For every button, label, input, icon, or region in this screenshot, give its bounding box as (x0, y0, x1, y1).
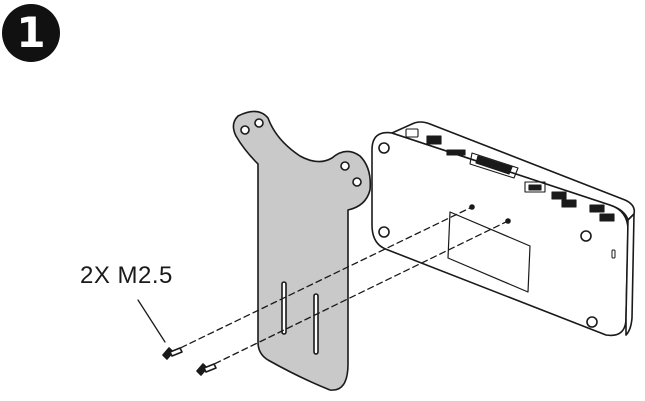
corner-hole (378, 226, 390, 238)
bracket-hole (240, 125, 250, 135)
port-panel (405, 128, 615, 222)
corner-hole (378, 142, 390, 154)
corner-hole (586, 316, 598, 328)
callout-leader (137, 299, 166, 343)
mounting-bracket (232, 110, 372, 391)
bracket-slot (313, 293, 319, 355)
step-number-badge: 1 (2, 4, 60, 62)
bracket-hole (340, 161, 350, 171)
bracket-hole (352, 177, 362, 187)
alignment-lines (171, 206, 509, 369)
screw-callout-label: 2X M2.5 (80, 262, 173, 289)
screw (162, 347, 183, 360)
bracket-slot (281, 281, 287, 335)
docking-station (371, 121, 636, 337)
corner-hole (580, 230, 592, 242)
bracket-hole (254, 118, 264, 128)
screw (196, 363, 217, 376)
